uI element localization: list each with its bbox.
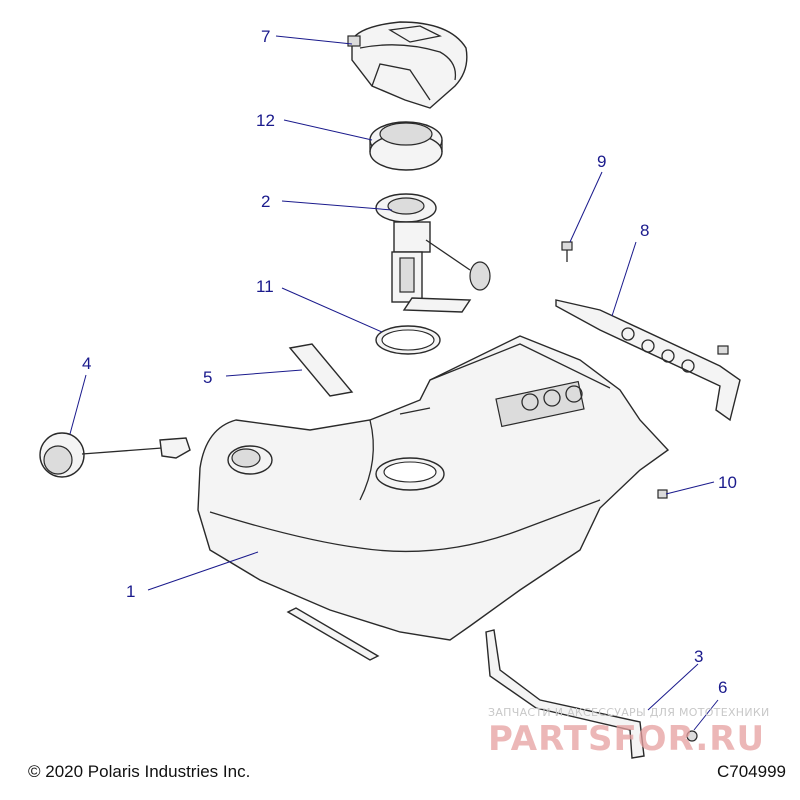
part-5-pad — [288, 343, 354, 397]
part-3-strap — [485, 629, 645, 759]
callout-2: 2 — [261, 192, 270, 211]
callout-11: 11 — [256, 277, 274, 296]
callout-1: 1 — [126, 582, 135, 601]
leader-lines — [69, 35, 719, 731]
part-6-nut — [686, 730, 698, 742]
part-4-fuel-cap — [39, 432, 191, 478]
part-9-bolt — [561, 241, 573, 262]
callout-8: 8 — [640, 221, 649, 240]
copyright-notice: © 2020 Polaris Industries Inc. — [28, 762, 251, 781]
callout-5: 5 — [203, 368, 212, 387]
part-11-seal — [375, 325, 441, 355]
part-8-bracket — [555, 299, 741, 422]
part-strip-lower — [286, 607, 380, 661]
part-12-lock-ring — [369, 121, 443, 171]
callout-9: 9 — [597, 152, 606, 171]
part-7-pump-cover — [347, 21, 468, 109]
callout-3: 3 — [694, 647, 703, 666]
callout-7: 7 — [261, 27, 270, 46]
drawing-code: C704999 — [716, 762, 786, 781]
watermark-tagline: ЗАПЧАСТИ И АКСЕССУАРЫ ДЛЯ МОТОТЕХНИКИ — [488, 706, 770, 719]
part-10-fastener — [657, 489, 668, 499]
callout-4: 4 — [82, 354, 91, 373]
part-2-fuel-pump — [375, 193, 491, 313]
watermark-brand: PARTSFOR.RU — [488, 719, 765, 759]
callout-10: 10 — [718, 473, 737, 492]
callout-6: 6 — [718, 678, 727, 697]
part-1-fuel-tank — [197, 335, 670, 641]
callout-12: 12 — [256, 111, 275, 130]
